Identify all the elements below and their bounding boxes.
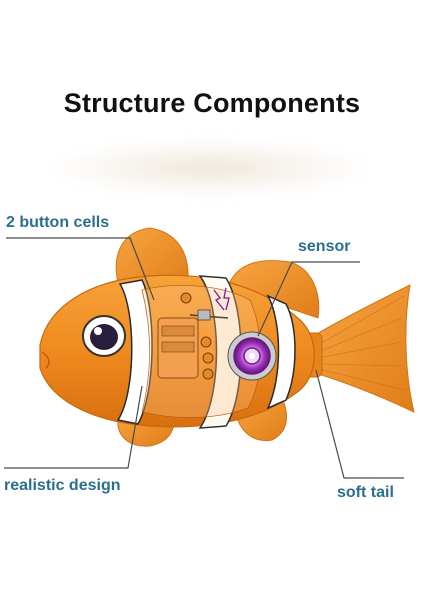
fish-eye <box>82 315 126 357</box>
background-haze <box>55 140 365 196</box>
stripe-rear <box>266 294 296 410</box>
spark <box>213 287 230 311</box>
internal-mechanism <box>157 287 230 380</box>
tail-fin <box>309 284 415 413</box>
gear-4 <box>202 368 214 380</box>
label-soft-tail: soft tail <box>337 484 394 501</box>
page-title: Structure Components <box>63 88 361 118</box>
gear-3 <box>202 352 214 364</box>
callout-line-button-cells <box>6 237 155 301</box>
callout-line-soft-tail <box>315 369 404 479</box>
gear-2 <box>200 336 212 348</box>
tail-fin-ribs <box>317 295 406 391</box>
sensor-icon <box>227 331 277 381</box>
dorsal-fin-front <box>115 227 189 291</box>
label-sensor: sensor <box>298 238 351 255</box>
callout-line-sensor <box>257 261 360 337</box>
dorsal-fin-rear <box>229 260 320 319</box>
callout-line-realistic-design <box>4 385 143 469</box>
fish-mouth <box>41 351 50 369</box>
label-button-cells: 2 button cells <box>6 214 110 231</box>
label-realistic-design: realistic design <box>4 477 121 494</box>
stripe-mid <box>198 275 242 429</box>
gear-1 <box>180 292 192 304</box>
stripe-head <box>116 279 153 425</box>
